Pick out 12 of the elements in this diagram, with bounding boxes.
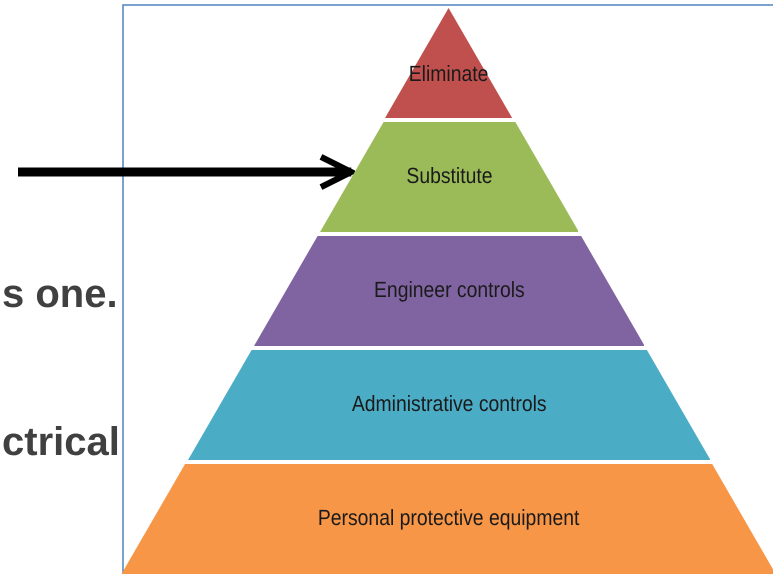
pyramid-tier xyxy=(385,8,513,118)
slide-text: ctrical xyxy=(2,420,120,465)
pyramid-tier xyxy=(188,350,710,460)
slide-text: s one. xyxy=(2,272,118,317)
tier-label: Substitute xyxy=(404,163,494,189)
tier-label: Administrative controls xyxy=(350,391,548,417)
arrow xyxy=(18,154,354,190)
tier-label: Engineer controls xyxy=(372,277,526,303)
pyramid-tier xyxy=(254,236,644,346)
tier-label: Eliminate xyxy=(408,61,490,87)
tier-label: Personal protective equipment xyxy=(317,505,581,531)
pyramid-tier xyxy=(320,122,578,232)
